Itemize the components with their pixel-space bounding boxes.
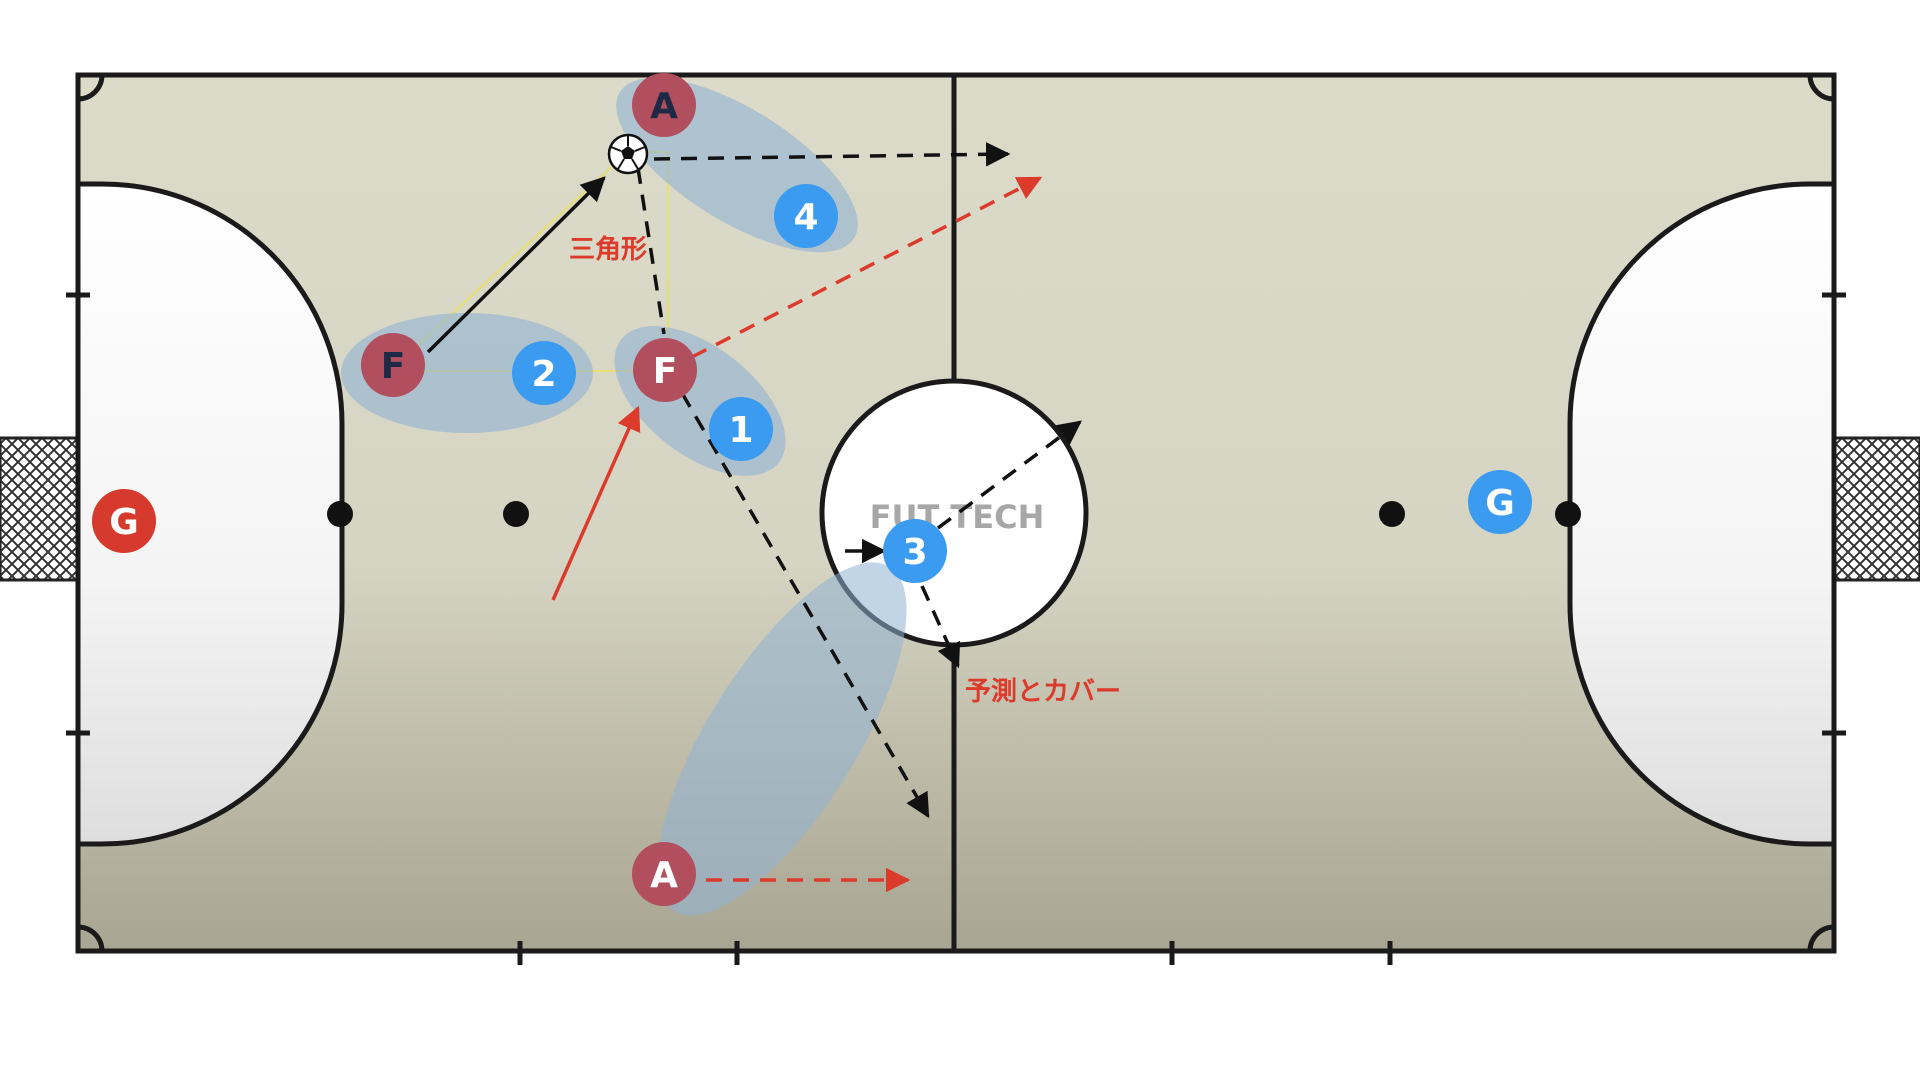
arrow-ball-forward bbox=[653, 142, 1011, 167]
red-ala-top-label: A bbox=[650, 86, 678, 127]
red-fixo-left: F bbox=[361, 333, 425, 397]
arrow-3-cover bbox=[920, 585, 961, 669]
right-second-penalty-spot bbox=[1379, 501, 1405, 527]
blue-player-4: 4 bbox=[774, 184, 838, 248]
black-dashed-arrows bbox=[636, 142, 1082, 819]
red-ala-bottom: A bbox=[632, 842, 696, 906]
zone-a-bottom-3 bbox=[657, 562, 907, 916]
blue-player-2: 2 bbox=[512, 341, 576, 405]
left-penalty-spot bbox=[327, 501, 353, 527]
red-ala-top: A bbox=[632, 73, 696, 137]
arrow-3-out bbox=[936, 420, 1082, 530]
red-keeper-label: G bbox=[109, 502, 139, 543]
red-dashed-arrows bbox=[691, 176, 1043, 893]
blue-player-3-label: 3 bbox=[902, 532, 927, 573]
arrow-ball-to-f-center bbox=[636, 167, 666, 335]
arrow-f-left-pass bbox=[426, 176, 606, 354]
arrow-red-run bbox=[551, 405, 641, 601]
corner-arc-top-left bbox=[77, 74, 105, 102]
corner-arc-bottom-right bbox=[1807, 924, 1835, 952]
right-penalty-spot bbox=[1555, 501, 1581, 527]
red-fixo-center-label: F bbox=[653, 351, 678, 392]
annotation-predict-cover: 予測とカバー bbox=[965, 677, 1121, 707]
right-goal-net bbox=[1832, 436, 1920, 582]
blue-player-1-label: 1 bbox=[728, 410, 753, 451]
blue-player-4-label: 4 bbox=[793, 197, 818, 238]
ball-icon bbox=[607, 133, 649, 175]
red-keeper: G bbox=[92, 489, 156, 553]
red-fixo-left-label: F bbox=[381, 346, 406, 387]
right-penalty-area bbox=[1567, 181, 1837, 847]
left-penalty-area bbox=[75, 181, 345, 847]
blue-player-3: 3 bbox=[883, 519, 947, 583]
corner-arc-bottom-left bbox=[77, 924, 105, 952]
arrow-f-center-forward bbox=[691, 176, 1043, 359]
red-ala-bottom-label: A bbox=[650, 855, 678, 896]
blue-keeper-label: G bbox=[1485, 483, 1515, 524]
blue-keeper: G bbox=[1468, 470, 1532, 534]
left-goal-net bbox=[0, 436, 80, 582]
arrow-f-center-deep bbox=[680, 392, 930, 819]
boundary-ticks bbox=[66, 292, 1846, 965]
left-second-penalty-spot bbox=[503, 501, 529, 527]
red-fixo-center: F bbox=[633, 338, 697, 402]
annotation-triangle: 三角形 bbox=[569, 234, 647, 265]
blue-player-2-label: 2 bbox=[531, 354, 556, 395]
blue-player-1: 1 bbox=[709, 397, 773, 461]
corner-arc-top-right bbox=[1807, 74, 1835, 102]
